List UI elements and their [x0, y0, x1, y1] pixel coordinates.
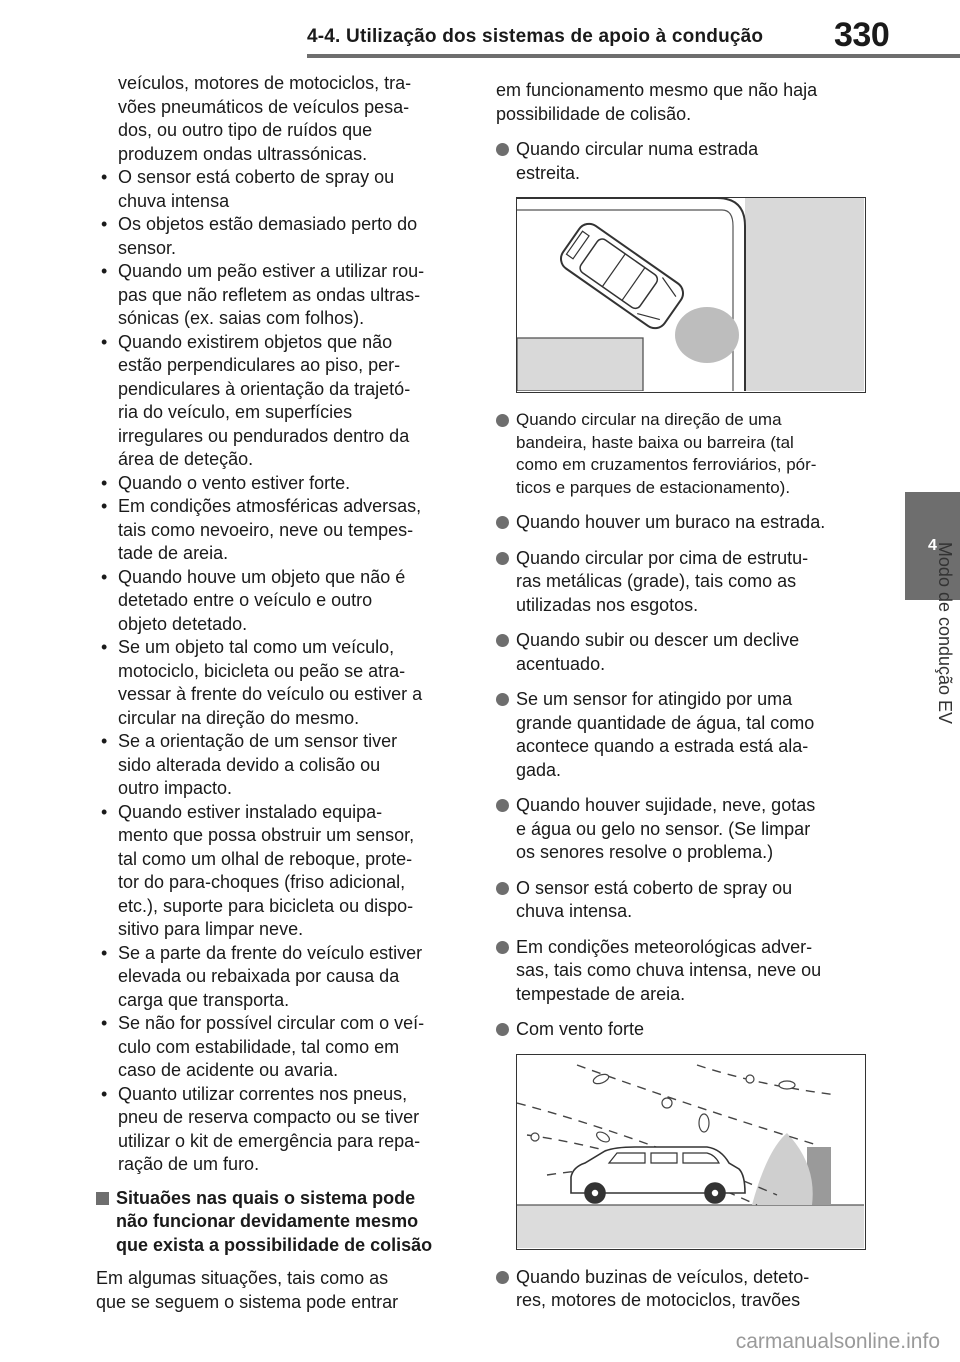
bullet-mark: • [101, 472, 108, 493]
chapter-tab-number: 4 [928, 537, 937, 554]
bullet-dot-icon [496, 881, 509, 895]
bullet-dot-icon [496, 516, 509, 529]
bullet-mark: • [101, 731, 108, 751]
list-item-text: Quando houver um buraco na estrada. [516, 512, 826, 532]
chapter-tab: 4 [905, 492, 960, 600]
page-number: 330 [834, 16, 890, 54]
list-item: • Em condições atmosféricas adversas,tais… [96, 495, 468, 566]
list-item: • Quando estiver instalado equipa-mento q… [96, 801, 468, 942]
bullet-mark: • [101, 942, 108, 963]
suv-drawing [570, 1145, 746, 1204]
list-item: • Quando um peão estiver a utilizar rou-p… [96, 260, 468, 331]
bullet-mark: • [101, 801, 108, 822]
section-title: 4-4. Utilização dos sistemas de apoio à … [307, 26, 764, 47]
list-item-text: Se não for possível circular com o veí-c… [118, 1013, 425, 1080]
list-item-text: Com vento forte [516, 1019, 645, 1039]
list-item: Quando houver um buraco na estrada. [496, 511, 866, 535]
list-item-text: Em condições atmosféricas adversas,tais … [118, 496, 422, 563]
bullet-dot-icon [496, 940, 509, 954]
bullet-dot-icon [496, 1023, 509, 1036]
strong-wind-drawing [517, 1054, 864, 1248]
list-item: Com vento forte [496, 1018, 866, 1042]
continuation-text: veículos, motores de motociclos, tra-võe… [118, 73, 412, 164]
bullet-mark: • [101, 1083, 108, 1104]
list-item: • Se um objeto tal como um veículo,motoci… [96, 636, 468, 730]
bullet-mark: • [101, 214, 108, 234]
chapter-label-text: Modo de condução EV [935, 541, 955, 725]
list-item-text: Quando um peão estiver a utilizar rou-pa… [118, 261, 425, 328]
bullet-dot-icon [496, 799, 509, 812]
bullet-dot-icon [496, 693, 509, 706]
left-column: veículos, motores de motociclos, tra-võe… [96, 72, 468, 1314]
list-item: Quando circular por cima de estrutu-ras … [496, 547, 866, 618]
bullet-dot-icon [496, 143, 509, 156]
bullet-mark: • [101, 1013, 108, 1033]
bullet-dot-icon [496, 1270, 509, 1284]
list-item: • Quando o vento estiver forte. [96, 472, 468, 496]
bullet-dot-icon [496, 551, 509, 565]
bullet-mark: • [101, 261, 108, 281]
list-item-text: Quando estiver instalado equipa-mento qu… [118, 801, 415, 940]
bullet-mark: • [101, 496, 108, 516]
list-item: • Quanto utilizar correntes nos pneus,pne… [96, 1083, 468, 1177]
bullet-mark: • [101, 331, 108, 352]
list-item: • Se a parte da frente do veículo estiver… [96, 942, 468, 1013]
list-item-text: Quando buzinas de veículos, deteto-res, … [516, 1266, 810, 1311]
list-item: Em condições meteorológicas adver-sas, t… [496, 936, 866, 1007]
list-item-text: Quanto utilizar correntes nos pneus,pneu… [118, 1083, 421, 1175]
list-item-text: Quando circular por cima de estrutu-ras … [516, 547, 809, 615]
bullet-mark: • [101, 566, 108, 587]
header-rule [307, 54, 960, 58]
strong-wind-illustration [516, 1053, 866, 1250]
bullet-mark: • [101, 637, 108, 657]
page-header: 4-4. Utilização dos sistemas de apoio à … [0, 0, 960, 72]
narrow-road-illustration [516, 197, 866, 393]
list-item-text: Quando o vento estiver forte. [118, 472, 351, 493]
narrow-road-drawing [517, 198, 864, 391]
bullet-dot-icon [496, 634, 509, 647]
list-item: • Se não for possível circular com o veí-… [96, 1012, 468, 1083]
list-item-text: Se um objeto tal como um veículo,motocic… [118, 637, 423, 728]
list-item-text: Em condições meteorológicas adver-sas, t… [516, 936, 822, 1004]
section-square-icon [96, 1191, 109, 1205]
watermark: carmanualsonline.info [735, 1330, 940, 1353]
bullet-mark: • [101, 167, 108, 187]
chapter-side-label: Modo de condução EV [922, 542, 955, 872]
list-item: Quando buzinas de veículos, deteto-res, … [496, 1266, 866, 1313]
bullet-dot-icon [496, 414, 509, 427]
